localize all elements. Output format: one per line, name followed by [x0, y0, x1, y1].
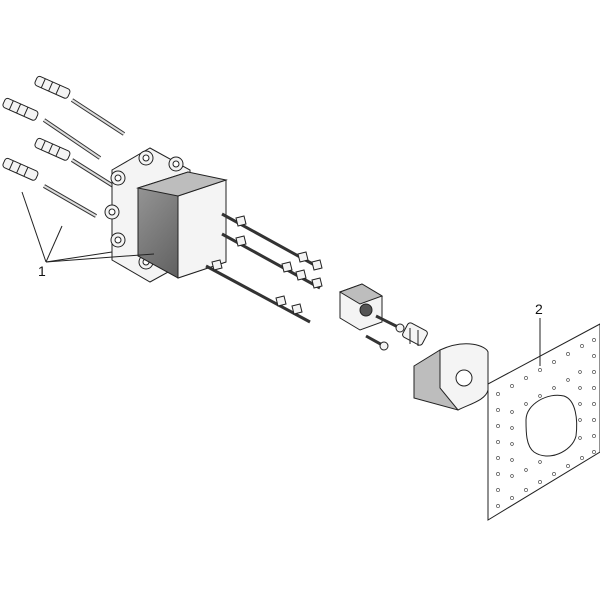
cover-plate: [487, 323, 600, 521]
callout-1: 1: [38, 263, 46, 279]
threaded-rod-1: [221, 212, 323, 271]
screw-1: [70, 98, 126, 136]
screw-2: [42, 118, 102, 160]
wall-plug-2: [2, 97, 39, 121]
callout-2: 2: [535, 301, 543, 317]
cover-plate-perforations: [496, 338, 596, 508]
rough-in-box: [136, 171, 228, 279]
small-screw-2: [365, 334, 389, 351]
wall-plug-3: [34, 137, 71, 161]
threaded-rod-3: [205, 259, 311, 324]
wall-plug-4: [2, 157, 39, 181]
control-knob: [413, 343, 489, 411]
screw-4: [43, 184, 97, 218]
spindle-extension: [402, 322, 428, 346]
leader-lines: [21, 191, 541, 366]
small-screw-1: [375, 314, 405, 333]
small-screw-group: [365, 314, 405, 351]
screw-group: [42, 98, 128, 218]
adapter-block: [338, 283, 384, 331]
threaded-rod-group: [205, 212, 323, 324]
wall-plug-1: [34, 75, 71, 99]
wall-plug-group: [2, 75, 71, 181]
threaded-rod-2: [221, 232, 323, 290]
